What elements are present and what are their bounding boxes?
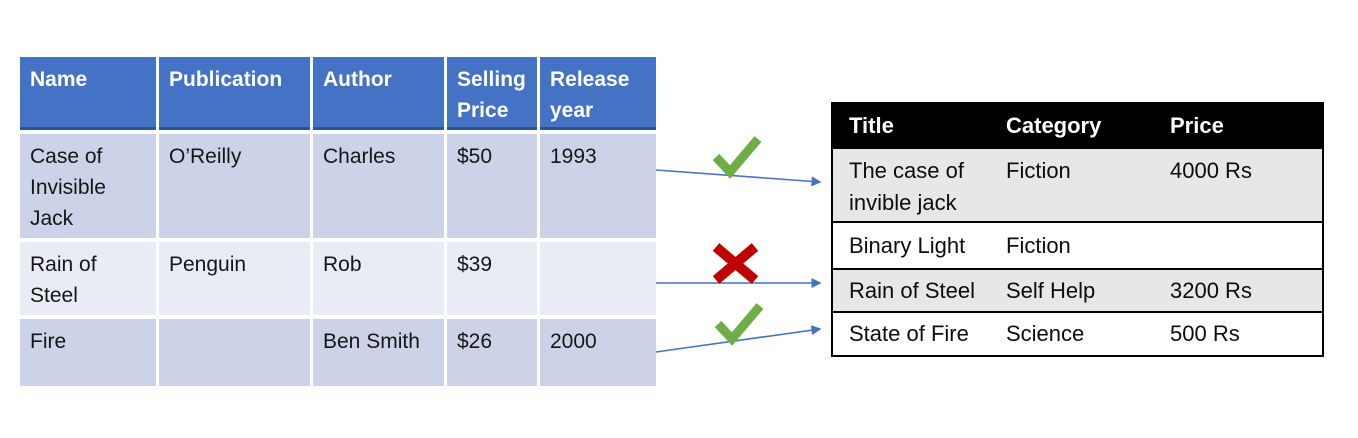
table-cell: Rob — [313, 242, 447, 319]
column-header-selling-price: Selling Price — [447, 57, 540, 134]
table-cell: 500 Rs — [1154, 311, 1323, 357]
table-cell: $50 — [447, 134, 540, 242]
table-cell: Rain of Steel — [832, 268, 990, 313]
table-cell: Science — [990, 311, 1154, 357]
table-cell — [540, 242, 656, 319]
table-row: State of Fire Science 500 Rs — [832, 311, 1323, 357]
table-cell — [159, 319, 313, 390]
column-header-name: Name — [20, 57, 159, 134]
column-header-publication: Publication — [159, 57, 313, 134]
connector-arrow — [655, 169, 822, 187]
table-cell: Fiction — [990, 221, 1154, 270]
column-header-price: Price — [1154, 102, 1323, 149]
target-header-row: Title Category Price — [832, 102, 1323, 149]
table-cell: Penguin — [159, 242, 313, 319]
table-cell — [1154, 221, 1323, 270]
column-header-category: Category — [990, 102, 1154, 149]
source-books-table: Name Publication Author Selling Price Re… — [20, 57, 656, 390]
table-cell: Ben Smith — [313, 319, 447, 390]
table-row: Binary Light Fiction — [832, 221, 1323, 270]
table-cell: The case of invible jack — [832, 147, 990, 223]
table-cell: $39 — [447, 242, 540, 319]
table-row: Case of Invisible Jack O’Reilly Charles … — [20, 134, 656, 242]
table-cell: Rain of Steel — [20, 242, 159, 319]
table-cell: O’Reilly — [159, 134, 313, 242]
cross-icon — [712, 243, 759, 284]
table-row: Fire Ben Smith $26 2000 — [20, 319, 656, 390]
table-row: Rain of Steel Penguin Rob $39 — [20, 242, 656, 319]
table-cell: Fire — [20, 319, 159, 390]
table-cell: 1993 — [540, 134, 656, 242]
source-header-row: Name Publication Author Selling Price Re… — [20, 57, 656, 134]
table-cell: $26 — [447, 319, 540, 390]
column-header-author: Author — [313, 57, 447, 134]
check-icon — [712, 136, 762, 179]
table-cell: Fiction — [990, 147, 1154, 223]
connector-arrow — [655, 325, 822, 353]
table-cell: Self Help — [990, 268, 1154, 313]
column-header-release-year: Release year — [540, 57, 656, 134]
table-cell: Case of Invisible Jack — [20, 134, 159, 242]
table-cell: 3200 Rs — [1154, 268, 1323, 313]
check-icon — [714, 303, 764, 346]
table-row: The case of invible jack Fiction 4000 Rs — [832, 147, 1323, 223]
table-cell: Binary Light — [832, 221, 990, 270]
table-row: Rain of Steel Self Help 3200 Rs — [832, 268, 1323, 313]
table-cell: Charles — [313, 134, 447, 242]
table-cell: State of Fire — [832, 311, 990, 357]
target-catalog-table: Title Category Price The case of invible… — [831, 102, 1324, 357]
table-cell: 4000 Rs — [1154, 147, 1323, 223]
table-cell: 2000 — [540, 319, 656, 390]
column-header-title: Title — [832, 102, 990, 149]
